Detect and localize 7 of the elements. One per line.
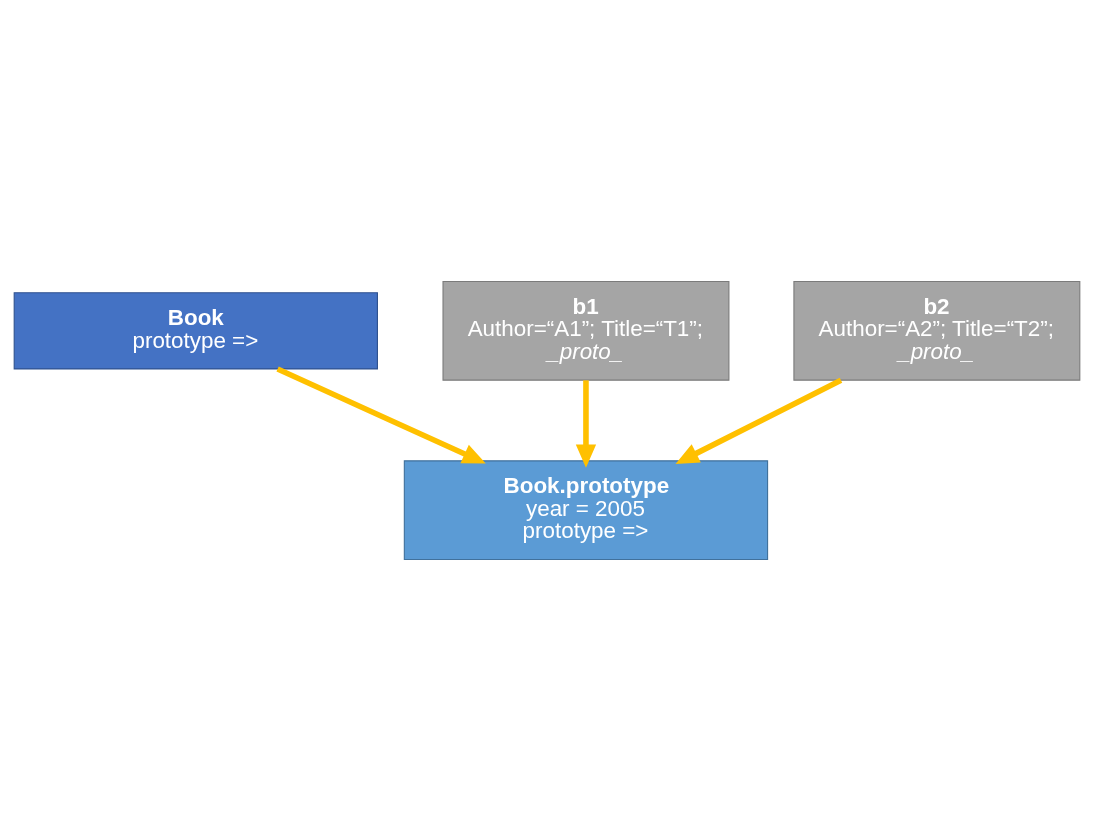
arrow <box>276 366 486 464</box>
node-box: b2 Author=“A2”; Title=“T2”; _proto_ <box>793 280 1081 381</box>
arrow <box>575 379 597 468</box>
arrow <box>675 377 843 464</box>
node-box: Book prototype => <box>13 291 378 369</box>
node-box: Book.prototype year = 2005 prototype => <box>403 459 769 560</box>
node-box: b1 Author=“A1”; Title=“T1”; _proto_ <box>442 280 730 381</box>
